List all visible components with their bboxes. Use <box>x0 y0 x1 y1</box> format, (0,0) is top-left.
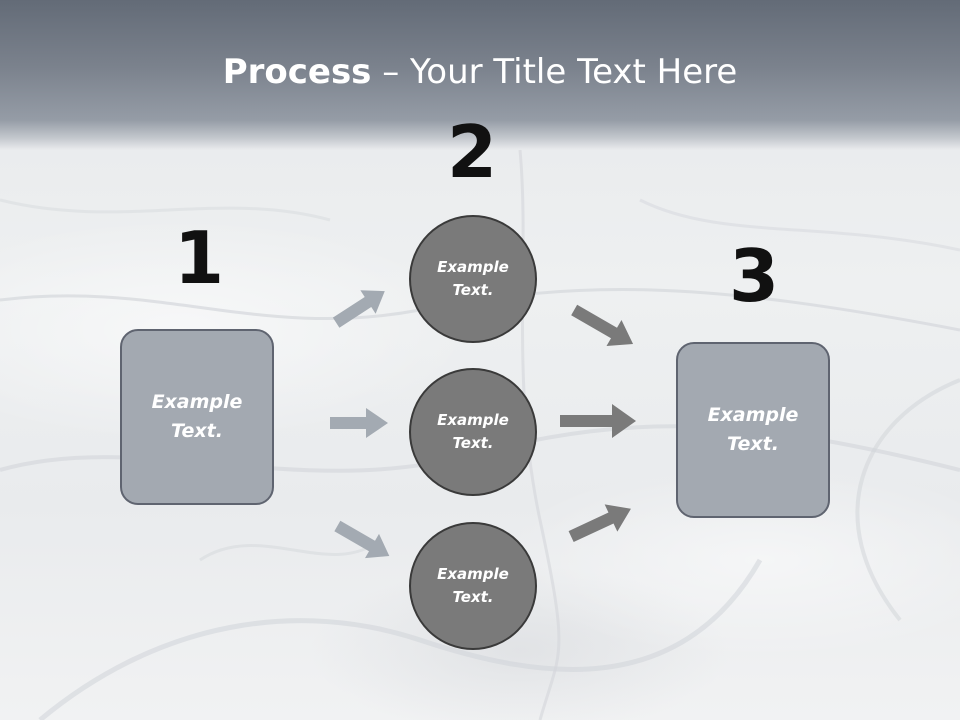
step-number-3: 3 <box>728 234 780 318</box>
step-1-box: Example Text. <box>120 329 274 505</box>
slide-title: Process – Your Title Text Here <box>0 52 960 92</box>
step-3-label: Example Text. <box>707 404 799 455</box>
step-2-circle-middle: Example Text. <box>409 368 537 496</box>
title-bold: Process <box>222 52 372 92</box>
title-rest: – Your Title Text Here <box>371 52 738 92</box>
circle-bottom-label: Example Text. <box>437 565 509 606</box>
arrow-left-to-top <box>332 290 385 328</box>
step-1-label: Example Text. <box>151 391 243 442</box>
arrow-left-to-bottom <box>334 520 390 559</box>
step-2-circle-bottom: Example Text. <box>409 522 537 650</box>
title-bar <box>0 0 960 150</box>
step-3-box: Example Text. <box>676 342 830 518</box>
arrow-left-to-middle <box>330 408 388 438</box>
step-number-2: 2 <box>446 110 498 194</box>
step-2-circle-top: Example Text. <box>409 215 537 343</box>
circle-middle-label: Example Text. <box>437 411 509 452</box>
arrow-top-to-right <box>571 304 634 346</box>
arrow-middle-to-right <box>560 404 636 438</box>
step-number-1: 1 <box>173 216 225 300</box>
circle-top-label: Example Text. <box>437 258 509 299</box>
arrow-bottom-to-right <box>568 504 631 543</box>
